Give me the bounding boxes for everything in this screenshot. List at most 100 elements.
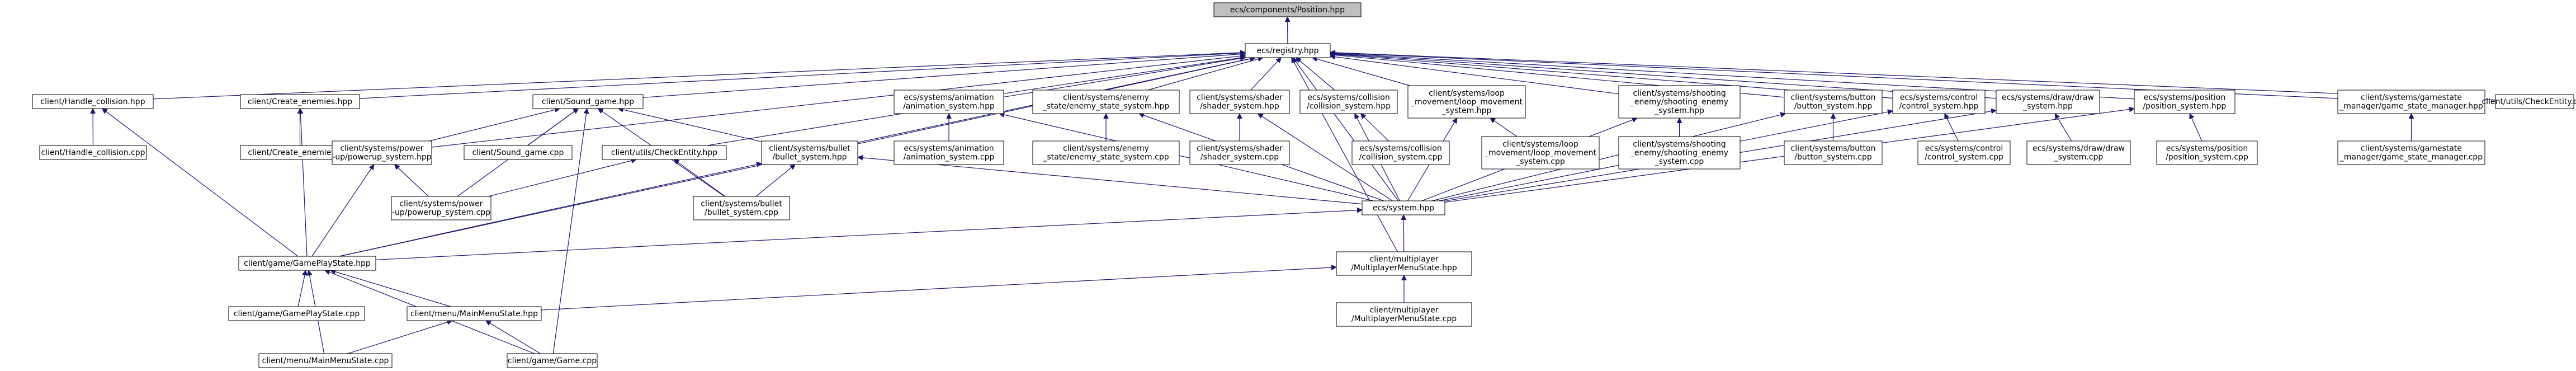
node-box <box>32 94 154 109</box>
node-box <box>1336 302 1472 327</box>
node-check-entity-hpp[interactable]: client/utils/CheckEntity.hpp <box>602 145 727 160</box>
node-position-system-cpp[interactable]: ecs/systems/position/position_system.cpp <box>2156 140 2258 165</box>
edge-main_menu_state_hpp-includes-gameplay_state_hpp <box>330 270 451 307</box>
node-powerup-system-cpp[interactable]: client/systems/power-up/powerup_system.c… <box>391 196 491 220</box>
node-box <box>332 140 432 165</box>
node-label-line: /control_system.hpp <box>1899 102 1979 111</box>
node-label-line: _enemy/shooting_enemy <box>1630 97 1728 106</box>
node-control-system-cpp[interactable]: ecs/systems/control/control_system.cpp <box>1917 140 2011 165</box>
edge-draw_system_hpp-includes-registry_hpp <box>1330 54 1997 99</box>
node-box <box>391 196 491 220</box>
node-box <box>464 145 573 160</box>
node-label-line: /button_system.cpp <box>1794 153 1872 162</box>
node-multiplayer-menu-state-hpp[interactable]: client/multiplayer/MultiplayerMenuState.… <box>1336 251 1472 276</box>
node-box <box>532 94 644 109</box>
node-shader-system-hpp[interactable]: client/systems/shader/shader_system.hpp <box>1189 90 1290 114</box>
node-box <box>1618 136 1741 170</box>
node-box <box>2134 90 2235 114</box>
node-box <box>39 145 147 160</box>
node-animation-system-hpp[interactable]: ecs/systems/animation/animation_system.h… <box>894 90 1004 114</box>
node-box <box>1996 90 2100 114</box>
node-handle-collision-cpp[interactable]: client/Handle_collision.cpp <box>39 145 147 160</box>
node-box <box>2337 90 2485 114</box>
node-registry-hpp[interactable]: ecs/registry.hpp <box>1245 43 1331 58</box>
node-label-line: _enemy/shooting_enemy <box>1630 148 1728 157</box>
node-label-line: client/menu/MainMenuState.cpp <box>262 356 389 365</box>
node-handle-collision-hpp[interactable]: client/Handle_collision.hpp <box>32 94 154 109</box>
node-label-line: ecs/systems/draw/draw <box>2002 93 2094 102</box>
edge-gameplay_state_hpp-includes-create_enemies_hpp <box>300 109 308 257</box>
edge-check_entity_cpp-includes-registry_hpp <box>1330 53 2496 101</box>
node-control-system-hpp[interactable]: ecs/systems/control/control_system.hpp <box>1892 90 1986 114</box>
edge-bullet_system_cpp-includes-bullet_system_hpp <box>755 165 795 197</box>
node-layer: ecs/components/Position.hppecs/registry.… <box>32 2 2576 368</box>
edge-main_menu_state_cpp-includes-main_menu_state_hpp <box>347 321 452 354</box>
node-label-line: _system.hpp <box>2022 102 2073 111</box>
node-label-line: client/Create_enemies.hpp <box>248 97 352 106</box>
node-box <box>240 94 360 109</box>
node-box <box>1362 200 1445 215</box>
node-label-line: client/utils/CheckEntity.cpp <box>2482 97 2576 106</box>
node-draw-system-cpp[interactable]: ecs/systems/draw/draw_system.cpp <box>2026 140 2131 165</box>
node-shooting-enemy-system-hpp[interactable]: client/systems/shooting_enemy/shooting_e… <box>1618 85 1741 119</box>
node-main-menu-state-cpp[interactable]: client/menu/MainMenuState.cpp <box>258 353 393 368</box>
node-game-cpp[interactable]: client/game/Game.cpp <box>507 353 598 368</box>
node-label-line: client/systems/enemy <box>1063 93 1149 102</box>
node-collision-system-cpp[interactable]: ecs/systems/collision/collision_system.c… <box>1351 140 1450 165</box>
edge-shooting_enemy_system_hpp-includes-registry_hpp <box>1330 56 1619 95</box>
node-shooting-enemy-system-cpp[interactable]: client/systems/shooting_enemy/shooting_e… <box>1618 136 1741 170</box>
node-label-line: /animation_system.cpp <box>904 153 995 162</box>
node-collision-system-hpp[interactable]: ecs/systems/collision/collision_system.h… <box>1299 90 1398 114</box>
node-label-line: ecs/systems/control <box>1900 93 1978 102</box>
node-animation-system-cpp[interactable]: ecs/systems/animation/animation_system.c… <box>894 140 1004 165</box>
node-box <box>1189 90 1290 114</box>
node-label-line: _movement/loop_movement <box>1484 148 1597 157</box>
node-powerup-system-hpp[interactable]: client/systems/power-up/powerup_system.h… <box>332 140 432 165</box>
node-bullet-system-cpp[interactable]: client/systems/bullet/bullet_system.cpp <box>693 196 790 220</box>
node-label-line: /bullet_system.hpp <box>772 153 847 162</box>
node-label-line: client/utils/CheckEntity.hpp <box>611 148 717 157</box>
node-label-line: client/Create_enemies.cpp <box>248 148 352 157</box>
edge-system_hpp-includes-button_system_hpp <box>1431 114 1786 201</box>
node-label-line: client/systems/loop <box>1429 89 1505 98</box>
node-system-hpp[interactable]: ecs/system.hpp <box>1362 200 1445 215</box>
edge-layer <box>93 17 2496 354</box>
node-box <box>1784 90 1883 114</box>
node-loop-movement-system-cpp[interactable]: client/systems/loop_movement/loop_moveme… <box>1481 136 1600 170</box>
node-label-line: ecs/registry.hpp <box>1256 46 1318 55</box>
node-label-line: client/Sound_game.hpp <box>542 97 634 106</box>
edge-gameplay_state_hpp-includes-system_hpp <box>375 210 1362 260</box>
node-position-system-hpp[interactable]: ecs/systems/position/position_system.hpp <box>2134 90 2235 114</box>
edge-loop_movement_system_hpp-includes-registry_hpp <box>1312 58 1410 86</box>
node-label-line: client/systems/shader <box>1197 144 1283 153</box>
node-game-state-manager-hpp[interactable]: client/systems/gamestate_manager/game_st… <box>2337 90 2485 114</box>
node-label-line: client/Sound_game.cpp <box>472 148 564 157</box>
node-draw-system-hpp[interactable]: ecs/systems/draw/draw_system.hpp <box>1996 90 2100 114</box>
node-gameplay-state-cpp[interactable]: client/game/GamePlayState.cpp <box>228 306 365 321</box>
node-bullet-system-hpp[interactable]: client/systems/bullet/bullet_system.hpp <box>761 140 858 165</box>
node-create-enemies-hpp[interactable]: client/Create_enemies.hpp <box>240 94 360 109</box>
node-label-line: ecs/systems/position <box>2144 93 2225 102</box>
node-gameplay-state-hpp[interactable]: client/game/GamePlayState.hpp <box>238 256 376 271</box>
node-sound-game-cpp[interactable]: client/Sound_game.cpp <box>464 145 573 160</box>
node-label-line: client/systems/shooting <box>1633 89 1726 98</box>
node-label-line: client/systems/power <box>399 200 483 209</box>
node-shader-system-cpp[interactable]: client/systems/shader/shader_system.cpp <box>1189 140 1290 165</box>
node-multiplayer-menu-state-cpp[interactable]: client/multiplayer/MultiplayerMenuState.… <box>1336 302 1472 327</box>
node-button-system-hpp[interactable]: client/systems/button/button_system.hpp <box>1784 90 1883 114</box>
node-loop-movement-system-hpp[interactable]: client/systems/loop_movement/loop_moveme… <box>1407 85 1526 119</box>
node-box <box>507 353 598 368</box>
node-box <box>1032 90 1180 114</box>
node-main-menu-state-hpp[interactable]: client/menu/MainMenuState.hpp <box>407 306 542 321</box>
node-check-entity-cpp[interactable]: client/utils/CheckEntity.cpp <box>2482 94 2576 109</box>
node-game-state-manager-cpp[interactable]: client/systems/gamestate_manager/game_st… <box>2337 140 2485 165</box>
node-enemy-state-system-hpp[interactable]: client/systems/enemy_state/enemy_state_s… <box>1032 90 1180 114</box>
edge-powerup_system_hpp-includes-registry_hpp <box>431 55 1245 148</box>
node-button-system-cpp[interactable]: client/systems/button/button_system.cpp <box>1784 140 1883 165</box>
node-label-line: _manager/game_state_manager.hpp <box>2339 102 2483 111</box>
node-label-line: ecs/systems/collision <box>1359 144 1442 153</box>
node-label-line: client/systems/shader <box>1197 93 1283 102</box>
node-sound-game-hpp[interactable]: client/Sound_game.hpp <box>532 94 644 109</box>
node-enemy-state-system-cpp[interactable]: client/systems/enemy_state/enemy_state_s… <box>1032 140 1180 165</box>
